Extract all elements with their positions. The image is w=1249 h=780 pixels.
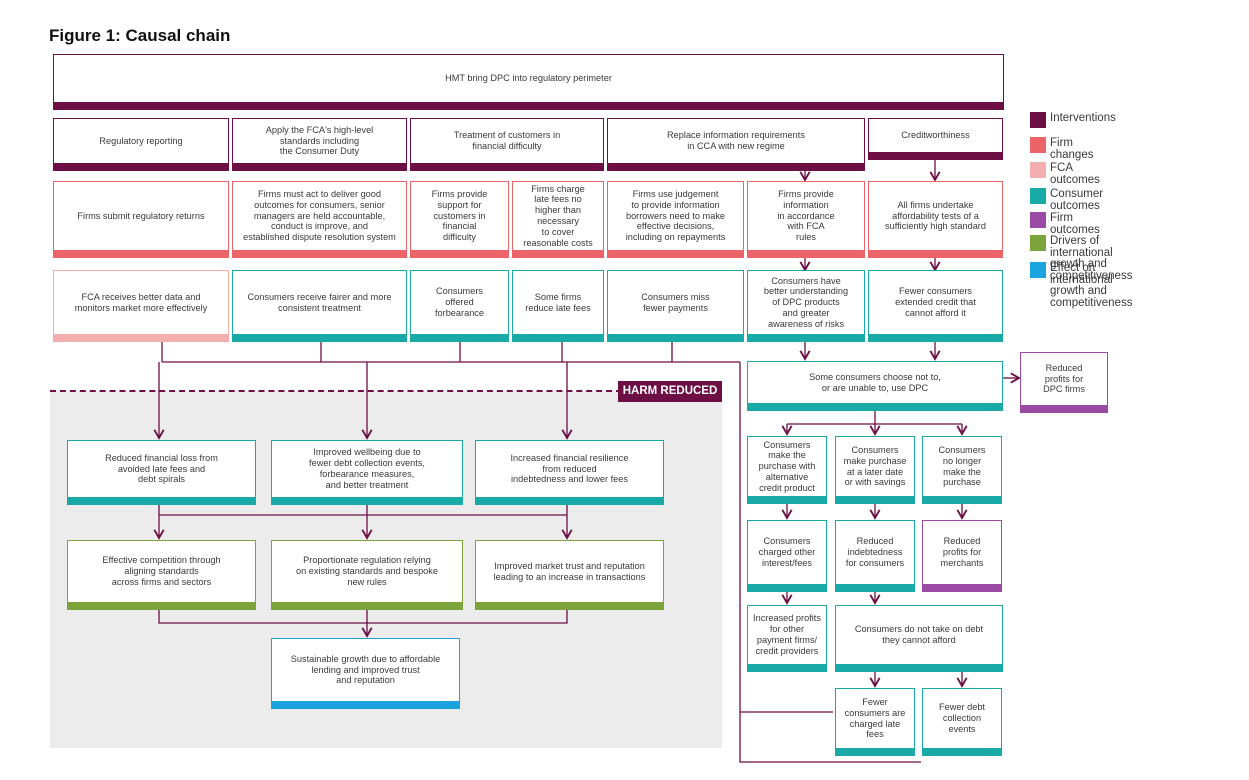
miss-fewer-payments-outcome: Consumers miss fewer payments [607,270,744,342]
firm-changes-swatch [1030,137,1046,153]
legend-item-fca-outcomes: FCA outcomes [1030,162,1100,186]
firms-provide-information-firm-change: Firms provide information in accordance … [747,181,865,258]
firms-charge-late-fees-firm-change: Firms charge late fees no higher than ne… [512,181,604,258]
reduced-profits-merchants: Reduced profits for merchants [922,520,1002,592]
reduced-profits-dpc-firms: Reduced profits for DPC firms [1020,352,1108,413]
firms-provide-support-firm-change: Firms provide support for customers in f… [410,181,509,258]
effective-competition-driver: Effective competition through aligning s… [67,540,256,610]
legend-label: Drivers of international growth and comp… [1050,235,1133,282]
creditworthiness-intervention: Creditworthiness [868,118,1003,160]
firms-use-judgement-firm-change: Firms use judgement to provide informati… [607,181,744,258]
affordability-tests-firm-change: All firms undertake affordability tests … [868,181,1003,258]
market-trust-driver: Improved market trust and reputation lea… [475,540,664,610]
legend-item-interventions: Interventions [1030,112,1116,128]
fairer-treatment-outcome: Consumers receive fairer and more consis… [232,270,407,342]
legend-item-firm-outcomes: Firm outcomes [1030,212,1100,236]
reduce-late-fees-outcome: Some firms reduce late fees [512,270,604,342]
legend-label: Firm outcomes [1050,212,1100,236]
better-understanding-outcome: Consumers have better understanding of D… [747,270,865,342]
fewer-debt-collection-outcome: Fewer debt collection events [922,688,1002,756]
effect-swatch [1030,262,1046,278]
increased-profits-other-firms: Increased profits for other payment firm… [747,605,827,672]
fewer-extended-credit-outcome: Fewer consumers extended credit that can… [868,270,1003,342]
no-longer-purchase-outcome: Consumers no longer make the purchase [922,436,1002,504]
legend-label: Effect on international growth and compe… [1050,262,1133,309]
legend-label: FCA outcomes [1050,162,1100,186]
purchase-later-outcome: Consumers make purchase at a later date … [835,436,915,504]
figure-title: Figure 1: Causal chain [49,26,231,45]
submit-returns-firm-change: Firms submit regulatory returns [53,181,229,258]
treatment-of-customers-intervention: Treatment of customers in financial diff… [410,118,604,171]
fca-outcomes-swatch [1030,162,1046,178]
legend-item-drivers: Drivers of international growth and comp… [1030,235,1132,282]
firm-outcomes-swatch [1030,212,1046,228]
forbearance-outcome: Consumers offered forbearance [410,270,509,342]
fewer-late-fees-outcome: Fewer consumers are charged late fees [835,688,915,756]
legend-label: Firm changes [1050,137,1094,161]
regulatory-reporting-intervention: Regulatory reporting [53,118,229,171]
improved-wellbeing-outcome: Improved wellbeing due to fewer debt col… [271,440,463,505]
reduced-indebtedness-outcome: Reduced indebtedness for consumers [835,520,915,592]
legend-item-effect: Effect on international growth and compe… [1030,262,1132,309]
replace-information-intervention: Replace information requirements in CCA … [607,118,865,171]
charged-other-fees-outcome: Consumers charged other interest/fees [747,520,827,592]
apply-fca-standards-intervention: Apply the FCA's high-level standards inc… [232,118,407,171]
no-unaffordable-debt-outcome: Consumers do not take on debt they canno… [835,605,1003,672]
legend-item-consumer-outcomes: Consumer outcomes [1030,188,1103,212]
drivers-swatch [1030,235,1046,251]
sustainable-growth-effect: Sustainable growth due to affordable len… [271,638,460,709]
hmt-intervention: HMT bring DPC into regulatory perimeter [53,54,1004,110]
choose-not-to-use-dpc-outcome: Some consumers choose not to, or are una… [747,361,1003,411]
fca-better-data-outcome: FCA receives better data and monitors ma… [53,270,229,342]
financial-resilience-outcome: Increased financial resilience from redu… [475,440,664,505]
reduced-financial-loss-outcome: Reduced financial loss from avoided late… [67,440,256,505]
consumer-outcomes-swatch [1030,188,1046,204]
legend-label: Interventions [1050,112,1116,124]
harm-reduced-divider [50,390,622,392]
legend-item-firm-changes: Firm changes [1030,137,1093,161]
harm-reduced-badge: HARM REDUCED [618,381,722,402]
firms-must-act-firm-change: Firms must act to deliver good outcomes … [232,181,407,258]
alternative-credit-outcome: Consumers make the purchase with alterna… [747,436,827,504]
interventions-swatch [1030,112,1046,128]
legend-label: Consumer outcomes [1050,188,1104,212]
proportionate-regulation-driver: Proportionate regulation relying on exis… [271,540,463,610]
